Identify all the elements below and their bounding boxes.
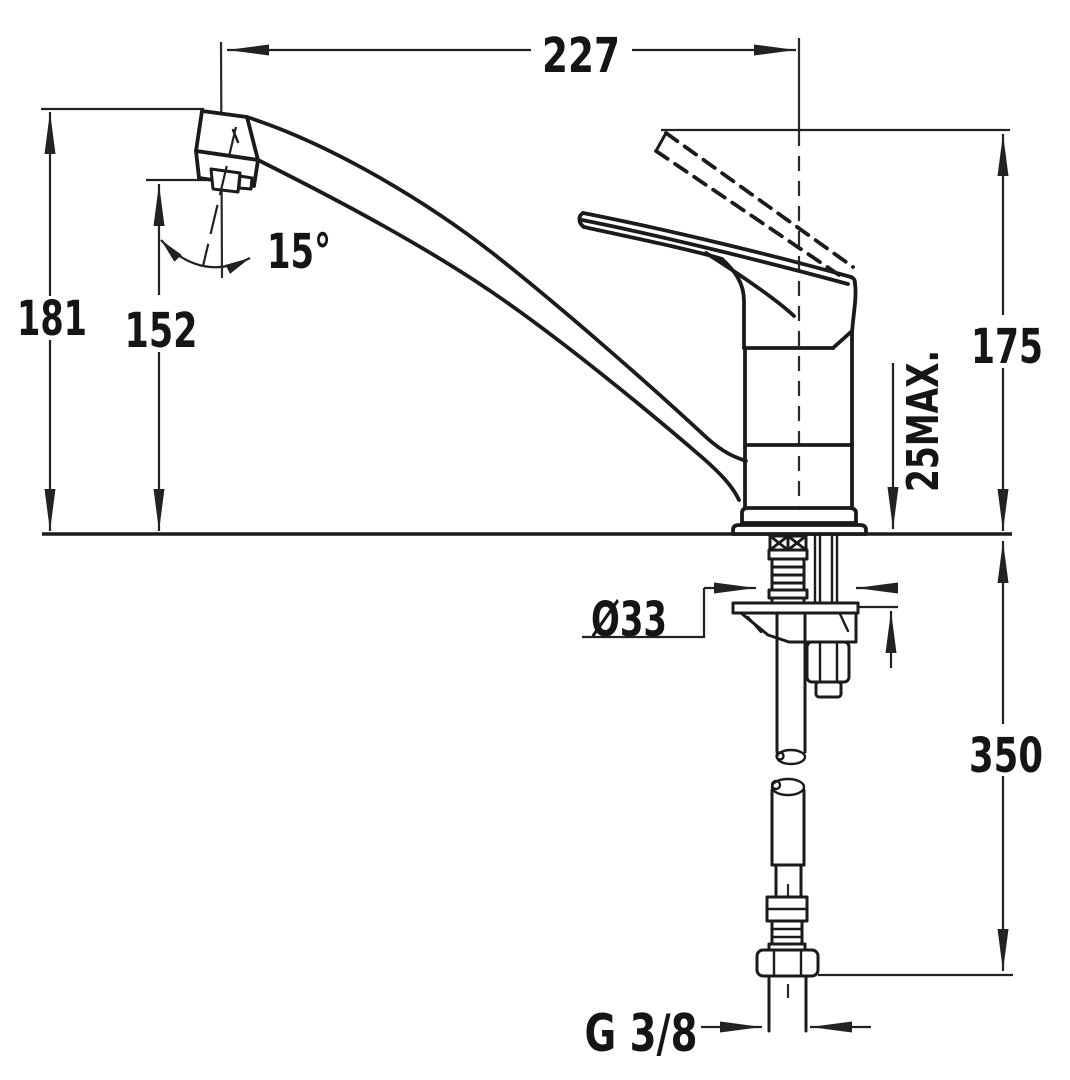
nut-body [805,640,851,684]
aerator [209,167,242,194]
dimension-lines [44,44,1009,1033]
lever-handle-raised [654,131,855,281]
handle-hub-corner [849,275,857,286]
extension-lines [41,38,1013,998]
dimension-labels: 227 181 152 15° 175 25MAX. 350 Ø33 G 3/8 [17,28,1043,1064]
supply-hose-upper [775,611,807,766]
handle-inner-contour [704,251,796,318]
base-plate [731,523,868,536]
dim-label-spout-angle: 15° [267,224,331,280]
spout-arm-lower-edge [256,158,741,502]
spout-arm-upper-edge [245,115,748,463]
d33-leader-line [582,588,706,639]
raised-handle-lower [654,149,847,281]
supply-hose-lower [755,777,820,1033]
dim-label-hole-diameter: Ø33 [591,592,667,648]
hose-nut [755,948,820,978]
seal-washer [768,534,808,552]
swivel-angle [160,126,251,274]
base-step [740,506,858,525]
spout-head [194,109,260,194]
under-counter-assembly [731,534,860,1033]
raised-handle-cap [654,131,668,153]
handle-tip [577,211,586,229]
faucet-body [720,257,868,536]
aerator-step [237,174,254,191]
dim-label-total-height: 181 [17,291,87,347]
handle-top-edge [581,211,853,279]
dim-label-spout-height: 152 [125,303,198,359]
tilt-axis-line [201,126,238,267]
handle-second-edge [580,218,850,286]
dim-label-max-deck-thickness: 25MAX. [898,350,949,492]
mounting-studs [813,534,839,605]
dim-label-connection-thread: G 3/8 [585,1004,698,1064]
bracket-plate [731,601,860,615]
bracket-wedge [739,611,858,644]
faucet [160,109,868,536]
dim-label-spout-reach: 227 [542,28,620,84]
lever-handle [577,211,857,318]
spout-arm [245,115,748,502]
nut-tail [814,680,843,699]
dim-label-hose-length: 350 [969,728,1043,784]
mounting-nut [805,640,851,699]
angle-arc [160,239,251,274]
dim-label-body-height: 175 [971,319,1043,375]
body-right-edge [850,282,858,510]
body-housing-left [720,257,746,350]
mounting-shank [767,548,809,606]
raised-handle-upper [664,131,855,269]
mounting-bracket [731,601,860,644]
body-top-slant [831,329,854,350]
handle-under-edge [582,225,724,261]
